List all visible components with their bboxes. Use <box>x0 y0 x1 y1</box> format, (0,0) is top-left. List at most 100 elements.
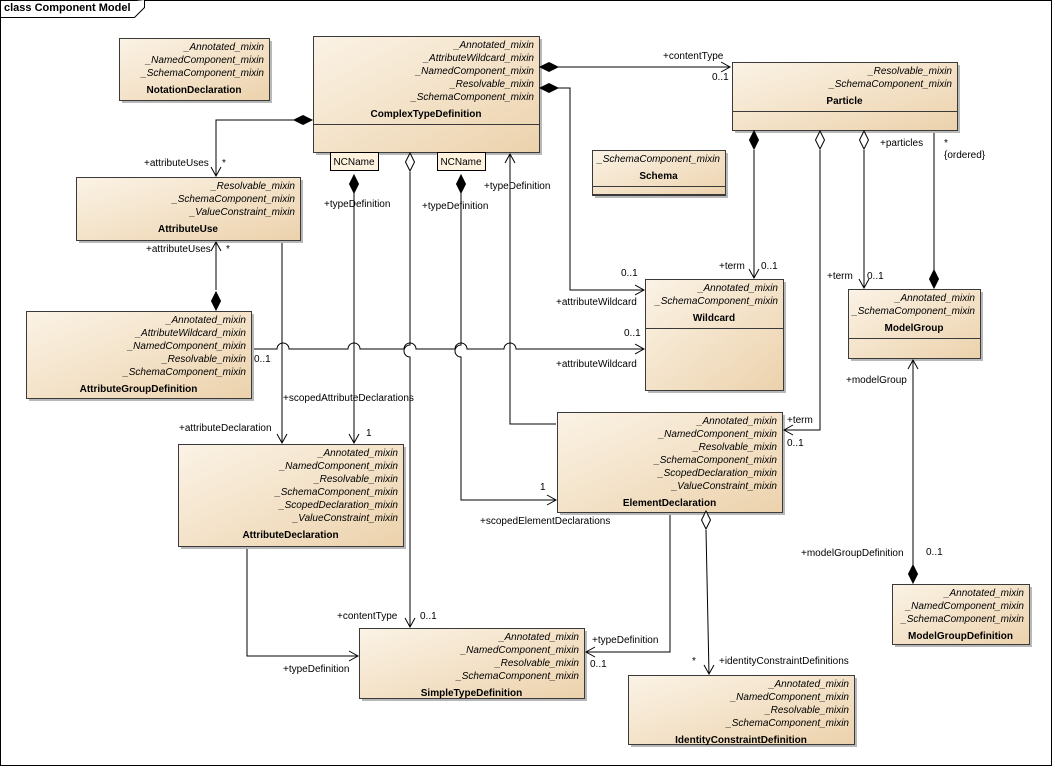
class-body <box>848 289 981 359</box>
class-complex-type-definition[interactable]: _Annotated_mixin_AttributeWildcard_mixin… <box>313 36 543 156</box>
qualifier-label: NCName <box>440 157 482 168</box>
class-attribute-use[interactable]: _Resolvable_mixin_SchemaComponent_mixin_… <box>76 177 304 244</box>
navigability-arrow <box>276 433 288 445</box>
navigability-arrow <box>634 343 646 355</box>
class-mixin: _NamedComponent_mixin <box>658 429 778 440</box>
class-attribute-declaration[interactable]: _Annotated_mixin_NamedComponent_mixin_Re… <box>178 444 407 550</box>
class-model-group-definition[interactable]: _Annotated_mixin_NamedComponent_mixin_Sc… <box>892 584 1033 648</box>
association-line <box>246 547 358 657</box>
class-name: AttributeUse <box>158 224 218 235</box>
class-name: ModelGroupDefinition <box>908 631 1013 642</box>
class-model-group[interactable]: _Annotated_mixin_SchemaComponent_mixinMo… <box>848 289 984 362</box>
class-attribute-group-definition[interactable]: _Annotated_mixin_AttributeWildcard_mixin… <box>26 311 255 402</box>
association-line <box>784 150 821 431</box>
class-simple-type-definition[interactable]: _Annotated_mixin_NamedComponent_mixin_Re… <box>359 628 588 702</box>
composition-diamond <box>538 82 560 94</box>
navigability-arrow <box>348 650 360 662</box>
composition-diamond <box>907 563 919 585</box>
navigability-arrow <box>720 61 732 73</box>
class-body <box>26 311 252 399</box>
association-label: +identityConstraintDefinitions <box>719 656 849 667</box>
class-name: AttributeDeclaration <box>242 530 338 541</box>
association-line <box>586 512 671 653</box>
navigability-arrow <box>907 358 919 370</box>
class-mixin: _SchemaComponent_mixin <box>274 487 398 498</box>
association-labels: +contentType0..1+attributeUses*+attribut… <box>144 51 986 675</box>
association-label: +typeDefinition <box>324 199 390 210</box>
association-label: +term <box>827 271 853 282</box>
association-line <box>705 529 710 675</box>
aggregation-diamond <box>858 129 870 151</box>
association-label: 0..1 <box>867 271 884 282</box>
class-body <box>313 36 540 153</box>
class-mixin: _ScopedDeclaration_mixin <box>657 468 777 479</box>
class-mixin: _NamedComponent_mixin <box>279 461 399 472</box>
association-label: * <box>226 244 230 255</box>
class-mixin: _Resolvable_mixin <box>313 474 398 485</box>
class-mixin: _Resolvable_mixin <box>449 79 534 90</box>
association-label: +typeDefinition <box>422 201 488 212</box>
class-mixin: _ValueConstraint_mixin <box>671 481 778 492</box>
navigability-arrow <box>858 278 870 290</box>
association-label: * <box>944 138 948 149</box>
class-element-declaration[interactable]: _Annotated_mixin_NamedComponent_mixin_Re… <box>557 412 786 516</box>
class-notation-declaration[interactable]: _Annotated_mixin_NamedComponent_mixin_Sc… <box>119 38 273 104</box>
qualifier-box <box>437 152 486 171</box>
class-name: IdentityConstraintDefinition <box>675 735 807 746</box>
class-mixin: _Annotated_mixin <box>943 588 1024 599</box>
class-mixin: _ValueConstraint_mixin <box>292 513 399 524</box>
class-name: ElementDeclaration <box>623 498 716 509</box>
class-mixin: _SchemaComponent_mixin <box>725 718 849 729</box>
class-mixin: _SchemaComponent_mixin <box>596 154 720 165</box>
association-label: +typeDefinition <box>484 181 550 192</box>
class-mixin: _Annotated_mixin <box>183 42 264 53</box>
class-name: Wildcard <box>693 313 735 324</box>
association-label: * <box>692 656 696 667</box>
class-mixin: _NamedComponent_mixin <box>460 645 580 656</box>
aggregation-diamond <box>700 509 712 531</box>
navigability-arrow <box>404 617 416 629</box>
association-label: +attributeWildcard <box>556 359 637 370</box>
class-mixin: _ScopedDeclaration_mixin <box>278 500 398 511</box>
class-mixin: _Resolvable_mixin <box>210 181 295 192</box>
association-label: +attributeUses <box>144 158 209 169</box>
class-name: ComplexTypeDefinition <box>371 109 482 120</box>
association-label: 1 <box>540 482 546 493</box>
class-name: Particle <box>826 96 863 107</box>
class-body <box>645 279 784 391</box>
composition-diamond <box>538 61 560 73</box>
association-ends <box>210 61 940 676</box>
class-body <box>892 584 1030 645</box>
class-name: SimpleTypeDefinition <box>421 688 523 699</box>
class-mixin: _Resolvable_mixin <box>764 705 849 716</box>
association-label: 0..1 <box>420 611 437 622</box>
navigability-arrow <box>584 646 596 658</box>
class-identity-constraint-definition[interactable]: _Annotated_mixin_NamedComponent_mixin_Re… <box>628 675 858 748</box>
class-body <box>557 412 783 513</box>
class-name: Schema <box>639 171 678 182</box>
association-label: +attributeDeclaration <box>179 423 272 434</box>
class-mixin: _SchemaComponent_mixin <box>828 79 952 90</box>
association-line <box>252 342 644 350</box>
composition-diamond <box>292 114 314 126</box>
qualifier-label: NCName <box>333 157 375 168</box>
diagram-title: class Component Model <box>4 2 131 14</box>
class-wildcard[interactable]: _Annotated_mixin_SchemaComponent_mixinWi… <box>645 279 787 394</box>
class-mixin: _AttributeWildcard_mixin <box>134 328 246 339</box>
class-mixin: _SchemaComponent_mixin <box>122 367 246 378</box>
class-mixin: _NamedComponent_mixin <box>730 692 850 703</box>
navigability-arrow <box>748 268 760 280</box>
class-mixin: _Resolvable_mixin <box>161 354 246 365</box>
class-body <box>628 675 855 745</box>
class-mixin: _Resolvable_mixin <box>692 442 777 453</box>
composition-diamond <box>928 268 940 290</box>
class-particle[interactable]: _Resolvable_mixin _SchemaComponent_mixinP… <box>732 62 961 134</box>
association-label: +modelGroup <box>846 375 907 386</box>
class-body <box>119 38 270 101</box>
association-line <box>454 175 556 501</box>
association-label: +scopedAttributeDeclarations <box>283 393 414 404</box>
class-mixin: _Resolvable_mixin <box>867 66 952 77</box>
